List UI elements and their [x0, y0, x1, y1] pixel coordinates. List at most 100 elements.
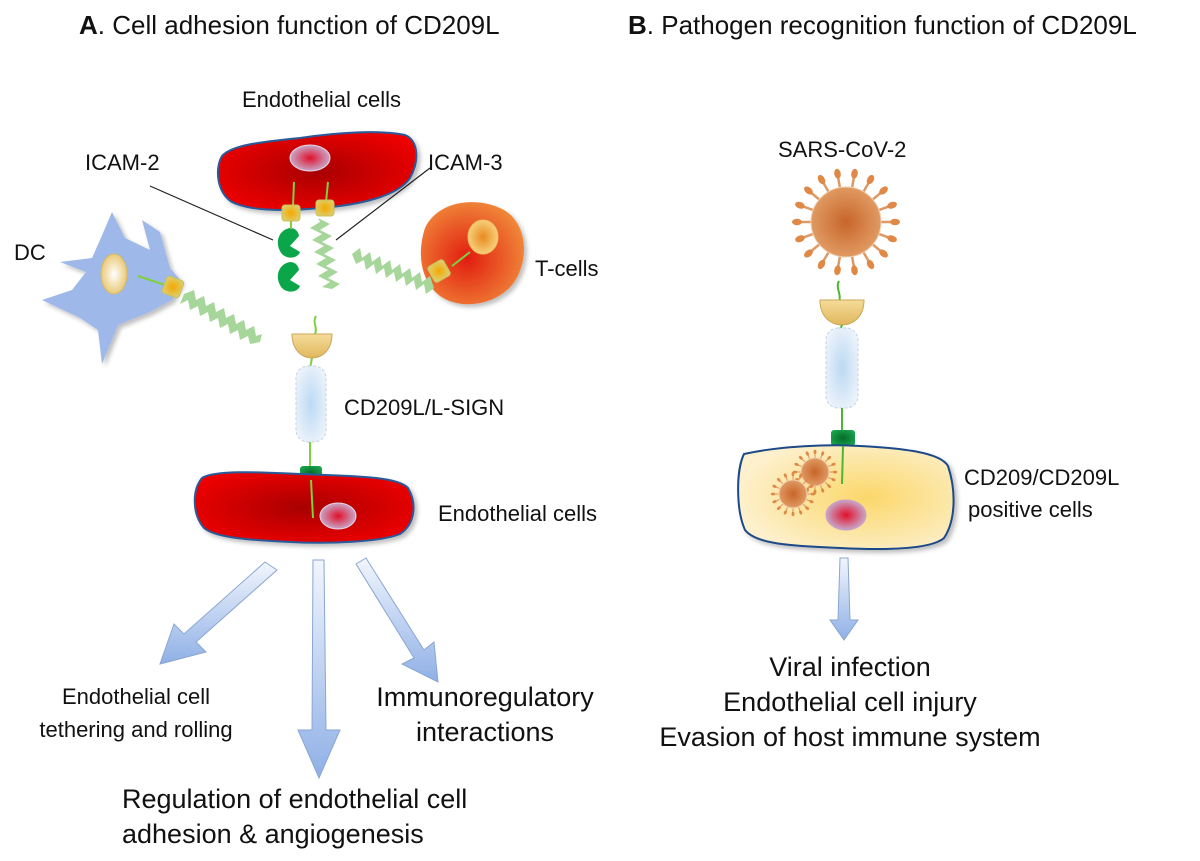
endothelial-cell-top [216, 131, 418, 211]
label-endothelial-bottom: Endothelial cells [438, 501, 597, 526]
outcome-immunoregulatory: Immunoregulatory interactions [360, 680, 610, 750]
spike-protein [772, 484, 777, 488]
spike-protein [831, 478, 836, 482]
spike-protein [777, 506, 781, 510]
spike-protein [890, 218, 900, 226]
tcell-nucleus [467, 219, 499, 255]
arrow-to-regulation [297, 559, 341, 780]
virus-envelope [810, 186, 882, 258]
spike-protein [799, 456, 803, 460]
spike-protein [851, 265, 858, 276]
neck-domain-b [825, 327, 859, 409]
spike-protein [799, 510, 803, 515]
outcome-viral-line3: Evasion of host immune system [659, 722, 1041, 752]
spike-protein [817, 259, 826, 270]
outcome-viral-line1: Viral infection [769, 652, 931, 682]
icam2-molecule [277, 221, 300, 292]
spike-protein [791, 471, 795, 477]
label-icam3: ICAM-3 [428, 150, 503, 175]
spike-protein [805, 451, 809, 456]
icam2-anchor [281, 204, 301, 222]
spike-protein [834, 265, 841, 276]
host-nucleus [825, 499, 867, 531]
icam3-molecule [310, 218, 340, 289]
icam2-leader-line [149, 185, 274, 241]
spike-protein [887, 235, 897, 243]
spike-protein [809, 500, 814, 504]
spike-protein [827, 456, 831, 460]
panel-a-letter: A [79, 10, 98, 40]
spike-protein [879, 186, 888, 195]
spike-protein [809, 484, 814, 488]
crd-domain-a [291, 333, 333, 359]
label-tcells: T-cells [535, 256, 599, 281]
outcome-tethering: Endothelial cell tethering and rolling [16, 680, 256, 746]
sars-cov-2-virus [792, 168, 900, 276]
panel-b-title: B. Pathogen recognition function of CD20… [628, 10, 1137, 41]
spike-protein [804, 249, 813, 258]
label-icam2: ICAM-2 [85, 150, 160, 175]
outcome-regulation: Regulation of endothelial cell adhesion … [122, 782, 467, 852]
virus-envelope [778, 479, 808, 509]
outcome-viral-line2: Endothelial cell injury [723, 687, 977, 717]
panel-a-title-text: . Cell adhesion function of CD209L [97, 10, 500, 40]
outcome-regulation-line2: adhesion & angiogenesis [122, 819, 424, 849]
spike-protein [772, 500, 777, 504]
nucleus-bottom [319, 502, 357, 530]
label-positive-cells-line1: CD209/CD209L [964, 465, 1120, 490]
tcell-icam-anchor [427, 259, 451, 283]
spike-protein [791, 511, 795, 517]
t-cell [420, 202, 524, 305]
spike-protein [777, 478, 781, 482]
spike-protein [834, 168, 841, 179]
spike-protein [817, 174, 826, 185]
panel-a-title: A. Cell adhesion function of CD209L [79, 10, 500, 41]
spike-protein [827, 484, 831, 488]
label-receptor: CD209L/L-SIGN [344, 395, 505, 420]
spike-protein [792, 218, 802, 226]
panel-b-letter: B [628, 10, 647, 40]
spike-protein [887, 201, 897, 209]
spike-protein [851, 168, 858, 179]
arrow-to-viral-outcomes [829, 557, 859, 641]
internalized-virus-2 [770, 471, 816, 517]
spike-protein [805, 506, 809, 510]
spike-protein [770, 492, 776, 496]
spike-protein [879, 249, 888, 258]
spike-protein [795, 235, 805, 243]
outcome-tethering-line2: tethering and rolling [39, 717, 233, 742]
spike-protein [799, 473, 803, 478]
icam3-anchor [315, 199, 335, 217]
spike-protein [804, 186, 813, 195]
spike-protein [821, 488, 825, 493]
spike-protein [794, 462, 799, 466]
spike-protein [810, 492, 816, 496]
arrow-to-tethering [159, 561, 278, 665]
nucleus-top [289, 144, 331, 172]
dc-icam-chain [180, 290, 262, 344]
dc-icam-anchor [161, 275, 185, 299]
label-positive-cells-line2: positive cells [968, 497, 1093, 522]
neck-domain-a [295, 365, 327, 443]
label-dc: DC [14, 240, 46, 265]
spike-protein [866, 259, 875, 270]
panel-b-title-text: . Pathogen recognition function of CD209… [646, 10, 1137, 40]
outcome-viral: Viral infection Endothelial cell injury … [650, 650, 1050, 755]
spike-protein [795, 201, 805, 209]
spike-protein [831, 462, 836, 466]
arrow-to-immunoregulatory [355, 557, 439, 683]
icam3-leader-line [335, 167, 431, 241]
cd209-positive-cell [737, 444, 955, 550]
spike-protein [783, 473, 787, 478]
tcell-icam-chain [352, 248, 434, 294]
label-endothelial-top: Endothelial cells [242, 87, 401, 112]
outcome-immunoregulatory-line1: Immunoregulatory [376, 682, 594, 712]
dc-nucleus [100, 253, 128, 295]
spike-protein [832, 470, 838, 474]
spike-protein [813, 449, 817, 455]
crd-domain-b [819, 299, 865, 326]
membrane-anchor-b [831, 430, 855, 446]
label-positive-cells: CD209/CD209L positive cells [964, 462, 1119, 526]
outcome-regulation-line1: Regulation of endothelial cell [122, 784, 468, 814]
